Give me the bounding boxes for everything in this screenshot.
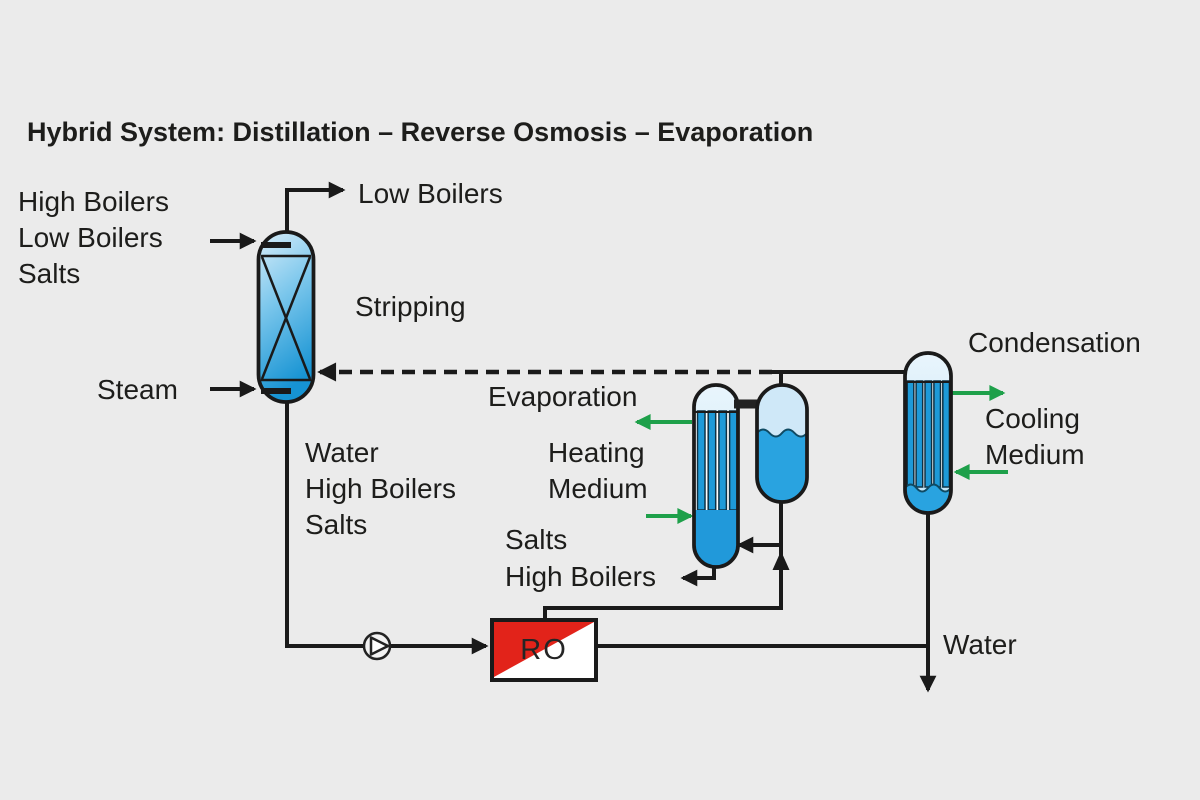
packing-cross — [260, 256, 312, 380]
stripping-column — [256, 230, 316, 404]
evaporator-vessel — [692, 383, 740, 569]
label-feed-line2: Low Boilers — [18, 222, 163, 253]
label-blowdown-line2: High Boilers — [505, 561, 656, 592]
label-feed-line1: High Boilers — [18, 186, 169, 217]
pump-icon — [362, 631, 392, 661]
feed-distributor — [261, 242, 291, 248]
label-cooling-line2: Medium — [985, 439, 1085, 470]
label-water-out: Water — [943, 629, 1017, 660]
label-feed-line3: Salts — [18, 258, 80, 289]
label-low-boilers-overhead: Low Boilers — [358, 178, 503, 209]
label-evaporation: Evaporation — [488, 381, 637, 412]
label-bottoms-line3: Salts — [305, 509, 367, 540]
riser-up-arrowhead — [772, 551, 790, 570]
label-heating-line2: Medium — [548, 473, 648, 504]
label-bottoms-line2: High Boilers — [305, 473, 456, 504]
label-blowdown-line1: Salts — [505, 524, 567, 555]
ro-concentrate-line — [543, 606, 783, 622]
separator-liquid — [757, 429, 807, 502]
bottoms-to-ro-line-arrow — [285, 398, 489, 655]
label-cooling-line1: Cooling — [985, 403, 1080, 434]
label-stripping: Stripping — [355, 291, 466, 322]
diagram-title: Hybrid System: Distillation – Reverse Os… — [27, 117, 813, 147]
steam-sparger — [261, 388, 291, 394]
overhead-line-arrow — [285, 181, 346, 235]
condenser-liquid — [905, 484, 951, 513]
evaporator-liquid — [694, 510, 738, 567]
ro-label: RO — [520, 634, 568, 666]
label-steam: Steam — [97, 374, 178, 405]
ro-membrane-triangle — [494, 622, 594, 677]
condenser-vessel — [903, 351, 953, 515]
label-bottoms-line1: Water — [305, 437, 379, 468]
ro-unit: RO — [490, 618, 598, 682]
label-condensation: Condensation — [968, 327, 1141, 358]
vapor-separator-vessel — [755, 383, 809, 504]
label-heating-line1: Heating — [548, 437, 645, 468]
